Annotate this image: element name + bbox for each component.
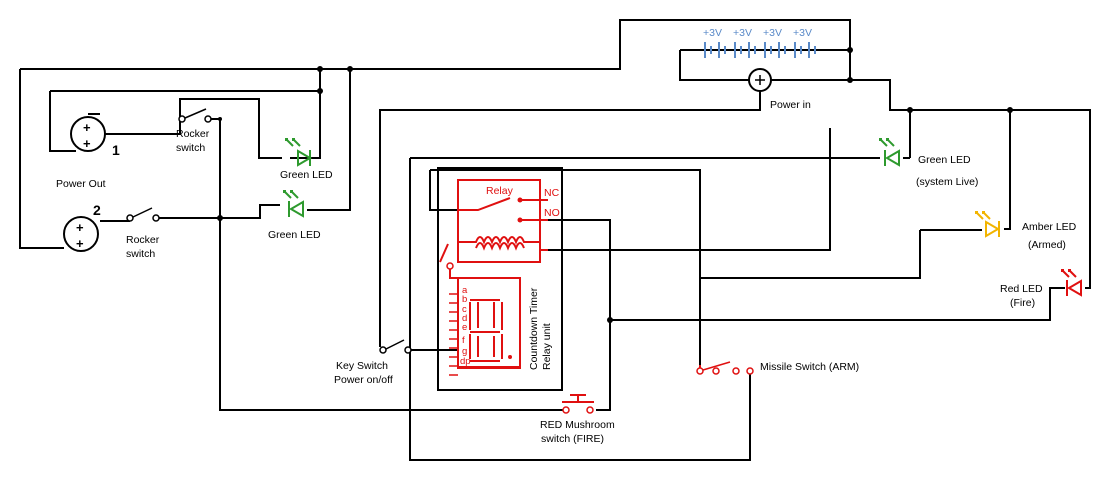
rocker-switch-2-label: switch: [126, 248, 155, 260]
green-led-live-label: Green LED: [918, 154, 971, 166]
outlet-1-number: 1: [112, 142, 120, 158]
amber-led-sublabel: (Armed): [1028, 239, 1066, 251]
battery-cell-labels: +3V +3V +3V +3V: [703, 27, 812, 39]
mushroom-switch-label: RED Mushroom: [540, 419, 615, 431]
mushroom-switch: [562, 394, 594, 414]
outlet-2-number: 2: [93, 202, 101, 218]
rocker-switch-2-label: Rocker: [126, 234, 160, 246]
power-outlet-2: + +: [63, 216, 99, 252]
segment-label: f: [462, 335, 465, 346]
green-led-2-icon: [283, 190, 304, 218]
rocker-switch-2: [126, 207, 160, 222]
battery-cell-label: +3V: [793, 27, 812, 39]
battery-cell-label: +3V: [763, 27, 782, 39]
power-outlet-1: + +: [70, 116, 106, 152]
segment-label: c: [462, 304, 467, 315]
mushroom-switch-sublabel: switch (FIRE): [541, 433, 604, 445]
segment-label: g: [462, 346, 467, 357]
power-in-connector: [748, 68, 772, 92]
svg-text:+: +: [83, 120, 91, 135]
relay-nc-label: NC: [544, 187, 560, 199]
green-led-1-icon: [285, 138, 312, 167]
countdown-timer-sublabel: Relay unit: [541, 323, 553, 370]
timer-box: [437, 167, 563, 391]
power-in-label: Power in: [770, 99, 811, 111]
svg-text:+: +: [76, 236, 84, 251]
missile-switch: [696, 361, 754, 375]
amber-led-icon: [975, 211, 1000, 238]
segment-label: dp: [460, 356, 471, 367]
rocker-switch-1-label: Rocker: [176, 128, 210, 140]
red-led-sublabel: (Fire): [1010, 297, 1035, 309]
segment-label: e: [462, 322, 467, 333]
junction-dots: [217, 47, 1013, 323]
key-switch-label: Key Switch: [336, 360, 388, 372]
power-out-label: Power Out: [56, 178, 106, 190]
amber-led-label: Amber LED: [1022, 221, 1077, 233]
red-led-icon: [1061, 269, 1082, 297]
green-led-2-label: Green LED: [268, 229, 321, 241]
segment-label: a: [462, 285, 468, 296]
countdown-timer-label: Countdown Timer: [528, 287, 540, 370]
svg-text:+: +: [83, 136, 91, 151]
relay-title: Relay: [486, 185, 514, 197]
green-led-live-icon: [879, 138, 900, 167]
rocker-switch-1: [178, 108, 222, 123]
seven-segment-display: [449, 277, 521, 376]
segment-labels: a b c d e f g dp: [460, 285, 471, 367]
key-switch: [379, 339, 412, 354]
svg-text:+: +: [76, 220, 84, 235]
relay-no-label: NO: [544, 207, 560, 219]
rocker-switch-1-label: switch: [176, 142, 205, 154]
wires: [19, 19, 1091, 461]
battery-cell-label: +3V: [703, 27, 722, 39]
green-led-1-label: Green LED: [280, 169, 333, 181]
red-led-label: Red LED: [1000, 283, 1043, 295]
key-switch-sublabel: Power on/off: [334, 374, 393, 386]
segment-label: d: [462, 313, 467, 324]
segment-label: b: [462, 294, 467, 305]
battery-pack: [704, 42, 816, 58]
missile-switch-label: Missile Switch (ARM): [760, 361, 859, 373]
green-led-live-sublabel: (system Live): [916, 176, 978, 188]
battery-cell-label: +3V: [733, 27, 752, 39]
